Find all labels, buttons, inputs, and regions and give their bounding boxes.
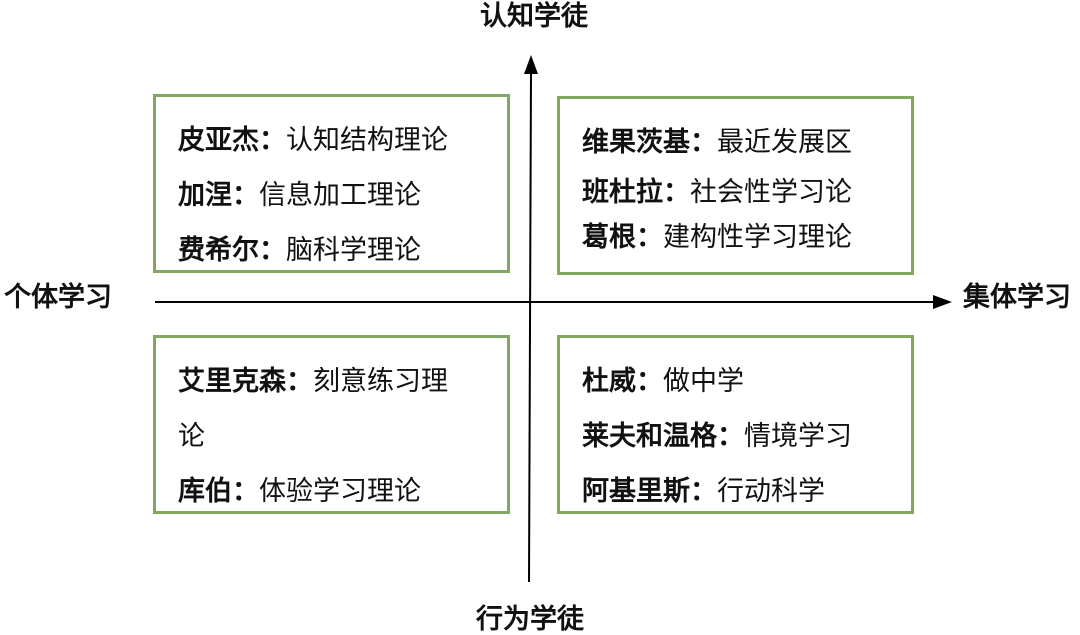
- theory-entry: 艾里克森：刻意练习理论: [178, 354, 470, 464]
- theorist-name: 费希尔：: [178, 235, 286, 266]
- axis-label-top: 认知学徒: [480, 1, 588, 32]
- right-arrow-icon: [933, 295, 952, 309]
- theory-entry: 阿基里斯：行动科学: [582, 464, 874, 519]
- axis-label-bottom: 行为学徒: [476, 604, 584, 635]
- axis-label-right: 集体学习: [963, 282, 1071, 313]
- theorist-name: 库伯：: [178, 476, 259, 507]
- theory-name: 最近发展区: [717, 127, 852, 158]
- up-arrow-icon: [524, 55, 538, 74]
- theory-entry: 加涅：信息加工理论: [178, 168, 470, 223]
- theorist-name: 杜威：: [582, 366, 663, 397]
- vertical-axis: [528, 71, 532, 583]
- theory-entry: 葛根：建构性学习理论: [582, 210, 874, 265]
- theorist-name: 皮亚杰：: [178, 125, 286, 156]
- theory-entry: 皮亚杰：认知结构理论: [178, 113, 470, 168]
- theorist-name: 葛根：: [582, 222, 663, 253]
- quadrant-bottom-left: 艾里克森：刻意练习理论 库伯：体验学习理论: [153, 335, 510, 514]
- theory-name: 脑科学理论: [286, 235, 421, 266]
- theory-entry: 莱夫和温格：情境学习: [582, 409, 874, 464]
- theory-name: 信息加工理论: [259, 180, 421, 211]
- quadrant-bottom-right: 杜威：做中学 莱夫和温格：情境学习 阿基里斯：行动科学: [557, 335, 914, 514]
- theory-name: 体验学习理论: [259, 476, 421, 507]
- theory-entry: 库伯：体验学习理论: [178, 464, 470, 519]
- theory-entry: 维果茨基：最近发展区: [582, 115, 874, 170]
- theorist-name: 班杜拉：: [582, 177, 690, 208]
- theory-name: 做中学: [663, 366, 744, 397]
- theory-name: 情境学习: [744, 421, 852, 452]
- theorist-name: 阿基里斯：: [582, 476, 717, 507]
- theory-entry: 费希尔：脑科学理论: [178, 223, 470, 278]
- theory-entry: 班杜拉：社会性学习论: [582, 165, 874, 220]
- theorist-name: 加涅：: [178, 180, 259, 211]
- theory-name: 行动科学: [717, 476, 825, 507]
- theory-name: 刻意练习理论: [178, 366, 448, 452]
- quadrant-top-left: 皮亚杰：认知结构理论 加涅：信息加工理论 费希尔：脑科学理论: [153, 94, 510, 273]
- theory-name: 社会性学习论: [690, 177, 852, 208]
- quadrant-top-right: 维果茨基：最近发展区 班杜拉：社会性学习论 葛根：建构性学习理论: [557, 96, 914, 275]
- theorist-name: 莱夫和温格：: [582, 421, 744, 452]
- theorist-name: 艾里克森：: [178, 366, 313, 397]
- axis-label-left: 个体学习: [4, 282, 112, 313]
- theory-name: 建构性学习理论: [663, 222, 852, 253]
- theory-name: 认知结构理论: [286, 125, 448, 156]
- theorist-name: 维果茨基：: [582, 127, 717, 158]
- theory-entry: 杜威：做中学: [582, 354, 874, 409]
